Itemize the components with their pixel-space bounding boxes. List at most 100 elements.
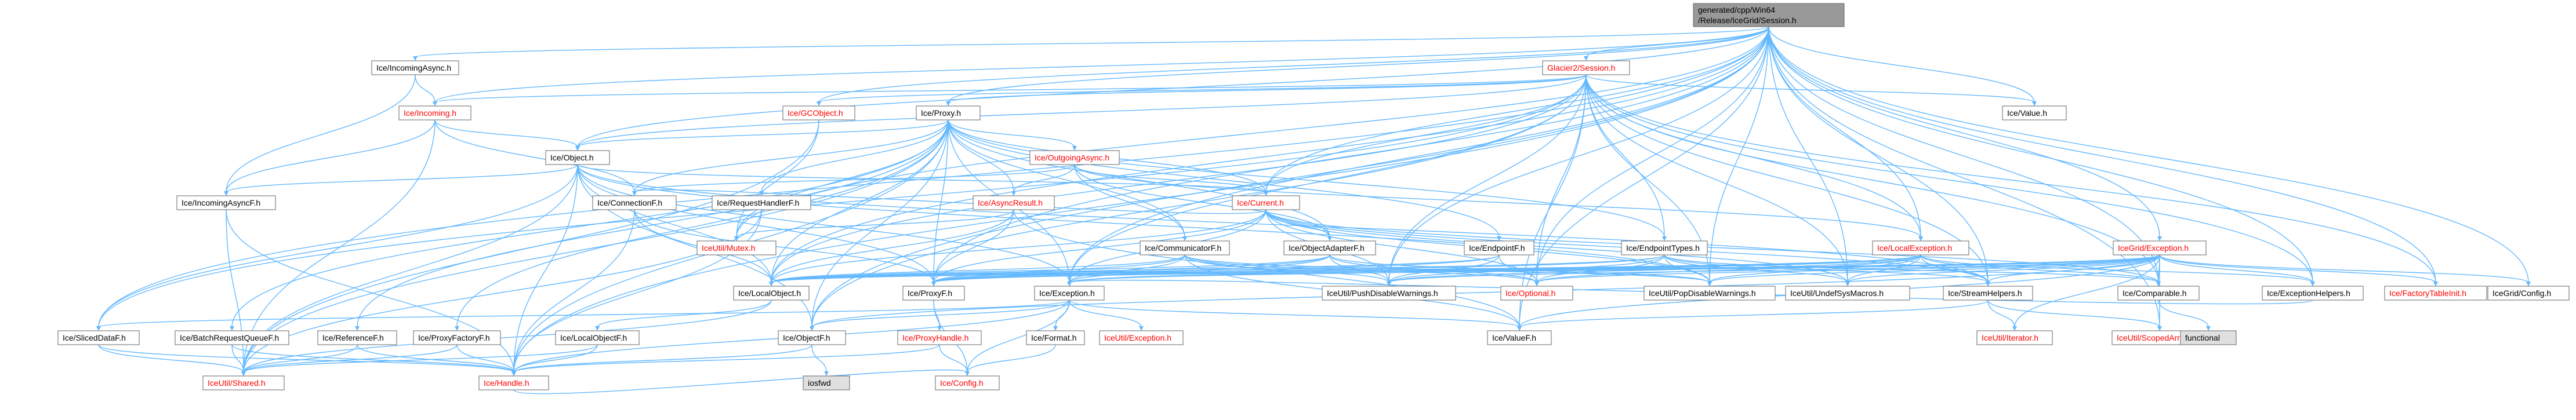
node-optional[interactable]: Ice/Optional.h [1500,286,1573,301]
edge-slicedDataF-to-handle [98,344,516,376]
node-label: Glacier2/Session.h [1547,63,1616,72]
node-requestHandlerF[interactable]: Ice/RequestHandlerF.h [712,195,811,210]
node-label: IceUtil/ScopedArray.h [2117,333,2194,342]
node-communicatorF[interactable]: Ice/CommunicatorF.h [1140,240,1230,255]
node-exceptionHelpers[interactable]: Ice/ExceptionHelpers.h [2262,286,2364,301]
node-proxyF[interactable]: Ice/ProxyF.h [902,286,965,301]
node-label: Ice/Exception.h [1039,288,1095,298]
node-box [545,150,610,165]
node-iceGridConfig[interactable]: IceGrid/Config.h [2487,286,2570,301]
node-config[interactable]: Ice/Config.h [935,375,1000,390]
edge-current-to-objectAdapterF [1265,209,1332,241]
node-current[interactable]: Ice/Current.h [1232,195,1300,210]
edge-object-to-objectF [577,164,814,331]
node-value[interactable]: Ice/Value.h [2002,105,2067,120]
node-endpointF[interactable]: Ice/EndpointF.h [1464,240,1534,255]
edge-objectAdapterF-to-localObject [769,254,1330,286]
node-box [1322,286,1456,301]
node-shared[interactable]: IceUtil/Shared.h [202,375,285,390]
node-handle[interactable]: Ice/Handle.h [478,375,549,390]
edge-glacier2Session-to-gcObject [817,74,1587,106]
node-label: Ice/AsyncResult.h [978,198,1043,207]
node-label: Ice/FactoryTableInit.h [2389,288,2466,298]
node-box [1693,3,1845,27]
node-box [1643,286,1776,301]
edge-root-to-glacier2Session [1584,26,1769,61]
node-gcObject[interactable]: Ice/GCObject.h [782,105,855,120]
node-outgoingAsync[interactable]: Ice/OutgoingAsync.h [1029,150,1120,165]
node-label: Ice/Object.h [550,153,594,162]
node-label: Ice/ProxyF.h [908,288,952,298]
node-objectAdapterF[interactable]: Ice/ObjectAdapterF.h [1283,240,1376,255]
edge-proxy-to-proxyFactoryF [455,119,949,331]
node-endpointTypes[interactable]: Ice/EndpointTypes.h [1621,240,1708,255]
node-label: Ice/Optional.h [1505,288,1555,298]
node-asyncResult[interactable]: Ice/AsyncResult.h [973,195,1055,210]
node-box [398,105,471,120]
node-valueF[interactable]: Ice/ValueF.h [1487,330,1552,345]
node-iterator[interactable]: IceUtil/Iterator.h [1976,330,2053,345]
node-box [2487,286,2570,301]
node-iceGridException[interactable]: IceGrid/Exception.h [2113,240,2207,255]
edge-comparable-to-functional [2158,300,2211,331]
node-undefSysMacros[interactable]: IceUtil/UndefSysMacros.h [1785,286,1910,301]
node-factoryTableInit[interactable]: Ice/FactoryTableInit.h [2384,286,2487,301]
node-box [176,195,276,210]
node-box [1872,240,1969,255]
edge-exception-to-slicedDataF [96,300,1070,331]
edge-root-to-popDisableWarnings [1707,26,1769,286]
node-localObject[interactable]: Ice/LocalObject.h [733,286,810,301]
node-label: Ice/IncomingAsyncF.h [182,198,260,207]
node-proxyHandle[interactable]: Ice/ProxyHandle.h [897,330,982,345]
edge-format-to-config [965,344,1056,376]
edge-objectAdapterF-to-pushDisableWarnings [1329,254,1391,286]
node-label: /Release/IceGrid/Session.h [1698,16,1797,25]
node-label: IceUtil/Iterator.h [1982,333,2038,342]
node-box [202,375,285,390]
node-comparable[interactable]: Ice/Comparable.h [2117,286,2200,301]
node-objectF[interactable]: Ice/ObjectF.h [778,330,846,345]
node-mutex[interactable]: IceUtil/Mutex.h [696,240,777,255]
node-label: IceUtil/Exception.h [1104,333,1171,342]
edge-iceGridException-to-exceptionHelpers [2159,254,2315,286]
node-localObjectF[interactable]: Ice/LocalObjectF.h [555,330,640,345]
node-incomingAsyncF[interactable]: Ice/IncomingAsyncF.h [176,195,276,210]
node-streamHelpers[interactable]: Ice/StreamHelpers.h [1943,286,2033,301]
node-referenceF[interactable]: Ice/ReferenceF.h [317,330,397,345]
node-proxyFactoryF[interactable]: Ice/ProxyFactoryF.h [413,330,501,345]
node-box [712,195,811,210]
edge-proxy-to-requestHandlerF [759,119,949,196]
node-exception[interactable]: Ice/Exception.h [1034,286,1105,301]
node-box [2180,330,2237,345]
node-localException[interactable]: Ice/LocalException.h [1872,240,1969,255]
node-box [175,330,289,345]
node-slicedDataF[interactable]: Ice/SlicedDataF.h [57,330,140,345]
node-connectionF[interactable]: Ice/ConnectionF.h [592,195,677,210]
node-box [696,240,777,255]
node-glacier2Session[interactable]: Glacier2/Session.h [1542,60,1630,75]
node-proxy[interactable]: Ice/Proxy.h [916,105,981,120]
node-box [2384,286,2487,301]
node-label: Ice/EndpointF.h [1469,243,1525,253]
edge-connectionF-to-handle [511,209,635,376]
node-incoming[interactable]: Ice/Incoming.h [398,105,471,120]
edge-streamHelpers-to-iterator [1987,300,2017,331]
edge-streamHelpers-to-scopedArray [1987,300,2162,331]
node-box [935,375,1000,390]
node-pushDisableWarnings[interactable]: IceUtil/PushDisableWarnings.h [1322,286,1456,301]
edge-iceGridException-to-factoryTableInit [2159,254,2438,286]
edge-incomingAsyncF-to-handle [226,209,516,376]
edge-incomingAsync-to-incomingAsyncF [224,74,416,196]
node-box [897,330,982,345]
node-format[interactable]: Ice/Format.h [1026,330,1085,345]
node-object[interactable]: Ice/Object.h [545,150,610,165]
node-box [413,330,501,345]
node-batchRequestQueueF[interactable]: Ice/BatchRequestQueueF.h [175,330,289,345]
node-incomingAsync[interactable]: Ice/IncomingAsync.h [371,60,459,75]
node-box [1542,60,1630,75]
node-label: Ice/Incoming.h [404,108,456,118]
node-iceUtilException[interactable]: IceUtil/Exception.h [1099,330,1184,345]
edge-glacier2Session-to-localException [1585,74,1923,241]
node-popDisableWarnings[interactable]: IceUtil/PopDisableWarnings.h [1643,286,1776,301]
